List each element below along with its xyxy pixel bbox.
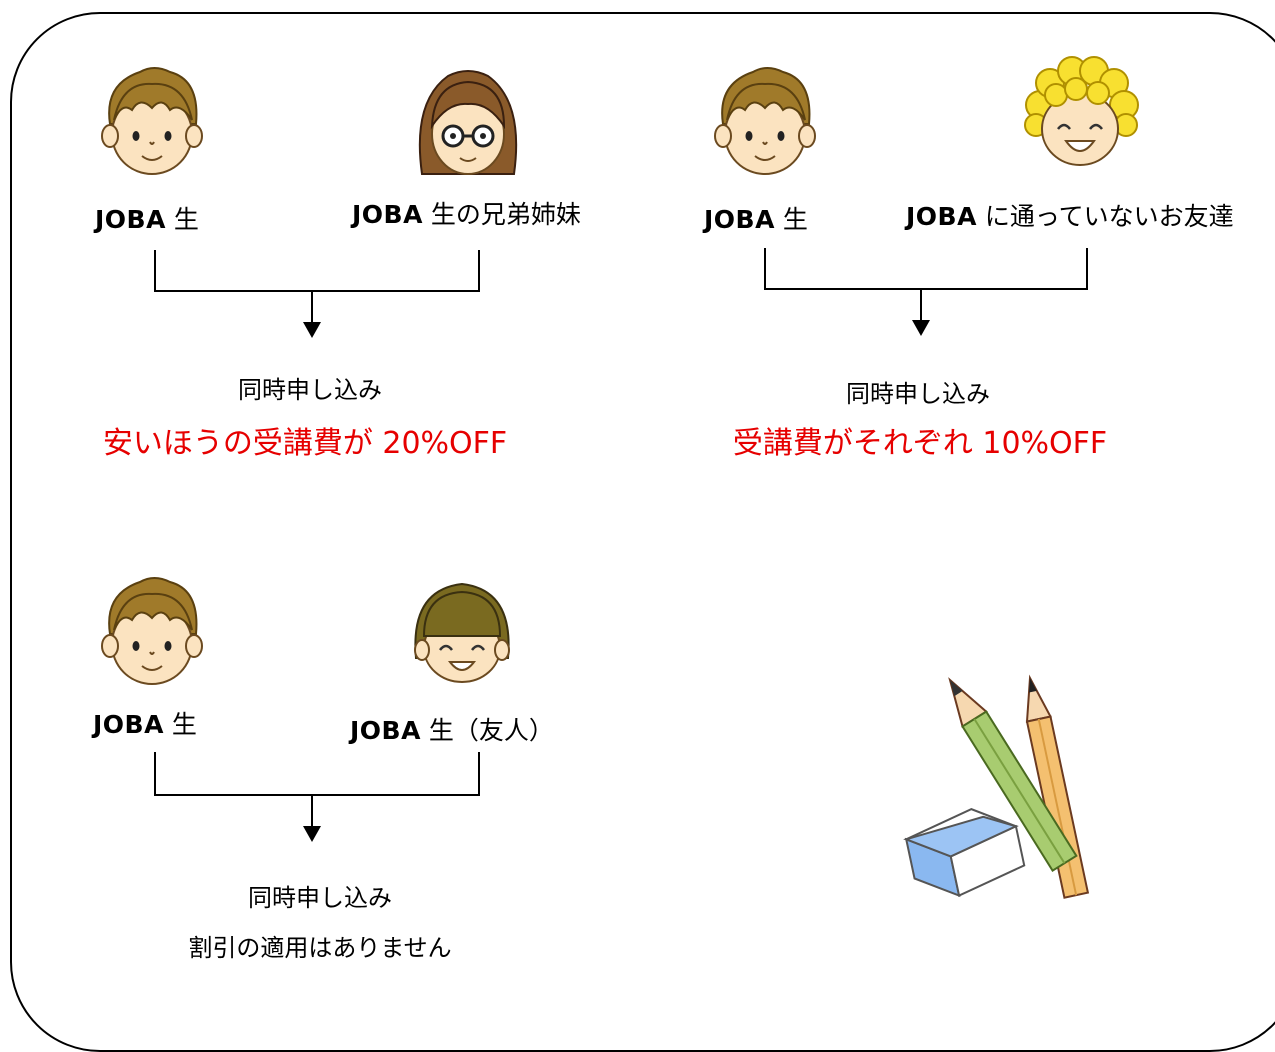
brand-text: JOBA xyxy=(352,200,423,229)
girl-glasses-face-icon xyxy=(408,62,528,182)
discount-result: 安いほうの受講費が 20%OFF xyxy=(102,426,508,461)
connector-bracket xyxy=(764,248,1088,290)
label-joba-student: JOBA 生 xyxy=(95,205,199,235)
label-suffix: 生 xyxy=(163,710,197,739)
pencils-eraser-icon xyxy=(903,674,1090,899)
connector-bracket xyxy=(154,250,480,292)
label-joba-student: JOBA 生 xyxy=(93,710,197,740)
label-suffix: 生（友人） xyxy=(420,716,554,745)
brand-text: JOBA xyxy=(906,202,977,231)
caption-simultaneous: 同時申し込み xyxy=(248,884,392,912)
caption-simultaneous: 同時申し込み xyxy=(238,376,382,404)
arrow-down-icon xyxy=(912,320,930,336)
curly-hair-kid-face-icon xyxy=(1020,55,1140,175)
label-suffix: 生の兄弟姉妹 xyxy=(422,200,581,229)
label-joba-student: JOBA 生 xyxy=(704,205,808,235)
label-joba-outside-friend: JOBA に通っていないお友達 xyxy=(906,202,1234,232)
discount-result: 受講費がそれぞれ 10%OFF xyxy=(732,426,1108,461)
boy-face-icon xyxy=(705,62,825,182)
arrow-down-icon xyxy=(303,826,321,842)
connector-bracket xyxy=(154,752,480,796)
brand-text: JOBA xyxy=(350,716,421,745)
brand-text: JOBA xyxy=(93,710,164,739)
no-discount-note: 割引の適用はありません xyxy=(188,934,452,962)
label-joba-siblings: JOBA 生の兄弟姉妹 xyxy=(352,200,581,230)
connector-stem xyxy=(311,292,313,322)
connector-stem xyxy=(311,796,313,826)
caption-simultaneous: 同時申し込み xyxy=(846,380,990,408)
label-suffix: 生 xyxy=(165,205,199,234)
label-joba-student-friend: JOBA 生（友人） xyxy=(350,716,554,746)
boy-face-icon xyxy=(92,62,212,182)
arrow-down-icon xyxy=(303,322,321,338)
label-suffix: 生 xyxy=(774,205,808,234)
connector-stem xyxy=(920,290,922,320)
label-suffix: に通っていないお友達 xyxy=(976,202,1234,231)
brand-text: JOBA xyxy=(95,205,166,234)
boy-face-icon xyxy=(92,572,212,692)
brand-text: JOBA xyxy=(704,205,775,234)
bob-hair-kid-face-icon xyxy=(402,570,522,690)
